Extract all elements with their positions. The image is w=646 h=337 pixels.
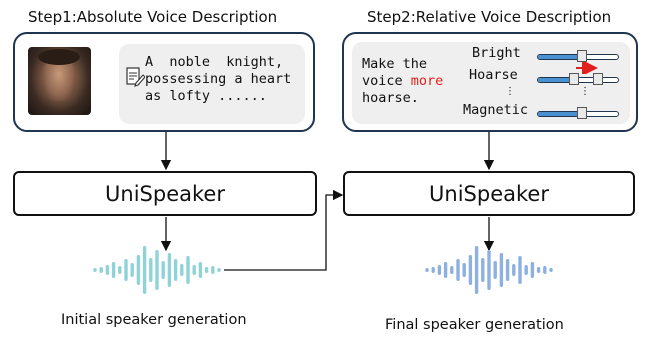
instruction-text: Make the voice more hoarse. bbox=[362, 56, 443, 107]
step1-title: Step1:Absolute Voice Description bbox=[28, 8, 278, 26]
unispeaker-model-final: UniSpeaker bbox=[343, 171, 635, 216]
description-line-2: possessing a heart bbox=[145, 71, 292, 87]
waveform-bar bbox=[111, 262, 116, 278]
ellipsis-icon: ⋮ bbox=[580, 86, 590, 97]
waveform-bar bbox=[462, 263, 466, 277]
waveform-bar bbox=[173, 259, 178, 281]
waveform-bar bbox=[211, 266, 215, 274]
waveform-bar bbox=[530, 262, 535, 278]
caption-initial: Initial speaker generation bbox=[61, 312, 247, 328]
waveform-bar bbox=[474, 246, 479, 294]
slider-label-hoarse: Hoarse bbox=[469, 67, 518, 83]
waveform-bar bbox=[186, 256, 190, 284]
waveform-bar bbox=[93, 268, 97, 272]
waveform-bar bbox=[136, 255, 141, 285]
waveform-bar bbox=[180, 264, 184, 276]
waveform-bar bbox=[192, 265, 196, 275]
waveform-bar bbox=[499, 253, 504, 287]
waveform-bar bbox=[443, 262, 448, 278]
waveform-bar bbox=[118, 266, 122, 274]
waveform-bar bbox=[155, 250, 159, 290]
slider-hoarse-target-handle[interactable] bbox=[593, 73, 603, 85]
waveform-bar bbox=[487, 250, 491, 290]
waveform-bar bbox=[217, 268, 221, 272]
waveform-bar bbox=[524, 265, 528, 275]
step1-panel: A noble knight, possessing a heart as lo… bbox=[13, 32, 315, 132]
description-line-1: A noble knight, bbox=[145, 54, 284, 70]
slider-label-magnetic: Magnetic bbox=[463, 102, 529, 118]
step2-title: Step2:Relative Voice Description bbox=[367, 8, 612, 26]
instruction-line-1: Make the bbox=[362, 56, 428, 72]
waveform-bar bbox=[431, 267, 435, 273]
waveform-bar bbox=[456, 259, 460, 281]
increase-arrow-icon bbox=[576, 62, 598, 74]
waveform-bar bbox=[167, 253, 172, 287]
instruction-line-3: hoarse. bbox=[362, 90, 419, 106]
slider-bright-handle[interactable] bbox=[577, 50, 587, 62]
waveform-bar bbox=[549, 268, 553, 272]
slider-magnetic-handle[interactable] bbox=[577, 107, 587, 119]
waveform-bar bbox=[142, 246, 147, 294]
waveform-final bbox=[425, 246, 553, 294]
waveform-bar bbox=[518, 256, 522, 284]
waveform-bar bbox=[204, 267, 209, 273]
caption-final: Final speaker generation bbox=[385, 317, 564, 333]
slider-hoarse-handle[interactable] bbox=[569, 73, 579, 85]
instruction-line-2: voice more bbox=[362, 73, 443, 90]
unispeaker-model-initial: UniSpeaker bbox=[13, 171, 317, 216]
waveform-bar bbox=[450, 266, 454, 274]
waveform-bar bbox=[468, 255, 473, 285]
pencil-document-icon bbox=[126, 67, 145, 87]
waveform-bar bbox=[536, 267, 541, 273]
waveform-bar bbox=[505, 259, 510, 281]
waveform-bar bbox=[130, 263, 134, 277]
waveform-bar bbox=[493, 261, 497, 279]
waveform-bar bbox=[512, 264, 516, 276]
waveform-bar bbox=[481, 258, 485, 282]
waveform-bar bbox=[425, 268, 429, 272]
waveform-bar bbox=[543, 266, 547, 274]
waveform-bar bbox=[99, 267, 103, 273]
step1-text-box: A noble knight, possessing a heart as lo… bbox=[119, 44, 305, 124]
waveform-bar bbox=[149, 258, 153, 282]
instruction-line-2-text: voice bbox=[362, 73, 411, 89]
portrait-photo bbox=[28, 47, 91, 115]
description-line-3: as lofty ...... bbox=[145, 88, 267, 104]
arrow-initial-to-right-model bbox=[224, 189, 344, 271]
step2-text-box: Make the voice more hoarse. Bright Hoars… bbox=[352, 42, 630, 124]
ellipsis-icon: ⋮ bbox=[505, 86, 515, 97]
waveform-bar bbox=[198, 262, 203, 278]
waveform-initial bbox=[93, 246, 221, 294]
waveform-bar bbox=[161, 261, 165, 279]
instruction-highlight: more bbox=[410, 73, 444, 89]
waveform-bar bbox=[437, 265, 442, 275]
step2-panel: Make the voice more hoarse. Bright Hoars… bbox=[342, 32, 638, 132]
slider-label-bright: Bright bbox=[472, 45, 521, 61]
waveform-bar bbox=[124, 259, 128, 281]
waveform-bar bbox=[105, 265, 110, 275]
